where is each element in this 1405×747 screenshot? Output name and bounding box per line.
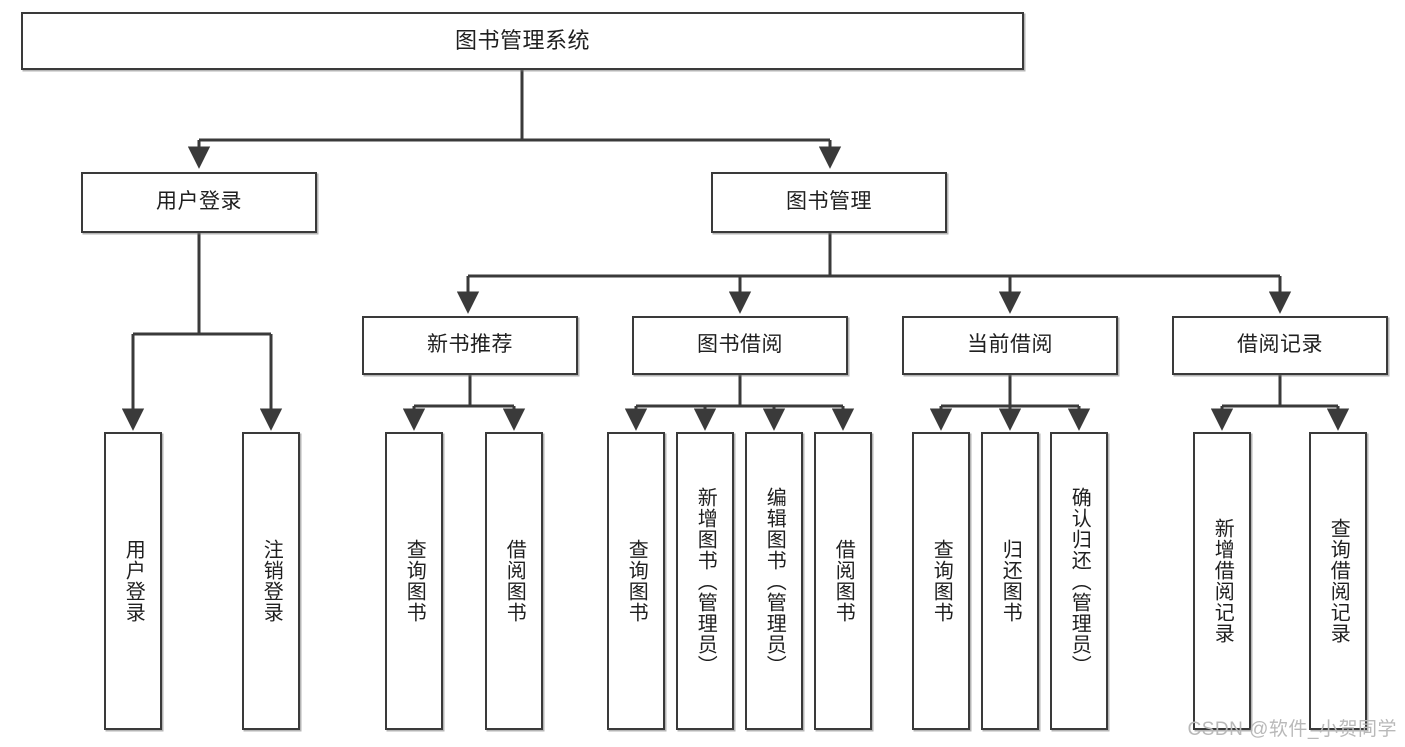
node-leaf-return-book[interactable]: 归还图书	[981, 432, 1039, 730]
node-label: 新书推荐	[427, 333, 513, 357]
node-leaf-query-record[interactable]: 查询借阅记录	[1309, 432, 1367, 730]
node-label: 查询借阅记录	[1327, 518, 1350, 644]
node-label: 借阅记录	[1237, 333, 1323, 357]
node-leaf-query-book-recommend[interactable]: 查询图书	[385, 432, 443, 730]
node-leaf-user-login[interactable]: 用户登录	[104, 432, 162, 730]
node-label: 用户登录	[156, 190, 242, 214]
node-label: 图书借阅	[697, 333, 783, 357]
node-label: 图书管理	[786, 190, 872, 214]
node-label: 用户登录	[122, 539, 145, 623]
node-new-book-recommend[interactable]: 新书推荐	[362, 316, 578, 375]
node-label: 归还图书	[999, 539, 1022, 623]
node-label: 确认归还（管理员）	[1068, 486, 1091, 676]
node-leaf-query-book-borrow[interactable]: 查询图书	[607, 432, 665, 730]
node-book-manage[interactable]: 图书管理	[711, 172, 947, 233]
node-leaf-add-record[interactable]: 新增借阅记录	[1193, 432, 1251, 730]
node-leaf-user-logout[interactable]: 注销登录	[242, 432, 300, 730]
node-root-book-management-system[interactable]: 图书管理系统	[21, 12, 1024, 70]
node-label: 借阅图书	[832, 539, 855, 623]
node-label: 借阅图书	[503, 539, 526, 623]
node-current-borrow[interactable]: 当前借阅	[902, 316, 1118, 375]
node-label: 图书管理系统	[454, 28, 590, 54]
node-label: 查询图书	[930, 539, 953, 623]
node-user-login[interactable]: 用户登录	[81, 172, 317, 233]
node-borrow-record[interactable]: 借阅记录	[1172, 316, 1388, 375]
node-label: 查询图书	[625, 539, 648, 623]
node-label: 编辑图书（管理员）	[763, 486, 786, 676]
node-leaf-edit-book[interactable]: 编辑图书（管理员）	[745, 432, 803, 730]
node-leaf-borrow-book[interactable]: 借阅图书	[814, 432, 872, 730]
node-label: 注销登录	[260, 539, 283, 623]
node-label: 当前借阅	[967, 333, 1053, 357]
csdn-watermark: CSDN @软件_小贺同学	[1187, 719, 1397, 740]
node-label: 新增借阅记录	[1211, 518, 1234, 644]
node-leaf-query-book-current[interactable]: 查询图书	[912, 432, 970, 730]
node-label: 查询图书	[403, 539, 426, 623]
node-leaf-add-book[interactable]: 新增图书（管理员）	[676, 432, 734, 730]
node-leaf-confirm-return[interactable]: 确认归还（管理员）	[1050, 432, 1108, 730]
node-leaf-borrow-book-recommend[interactable]: 借阅图书	[485, 432, 543, 730]
node-book-borrow[interactable]: 图书借阅	[632, 316, 848, 375]
node-label: 新增图书（管理员）	[694, 486, 717, 676]
